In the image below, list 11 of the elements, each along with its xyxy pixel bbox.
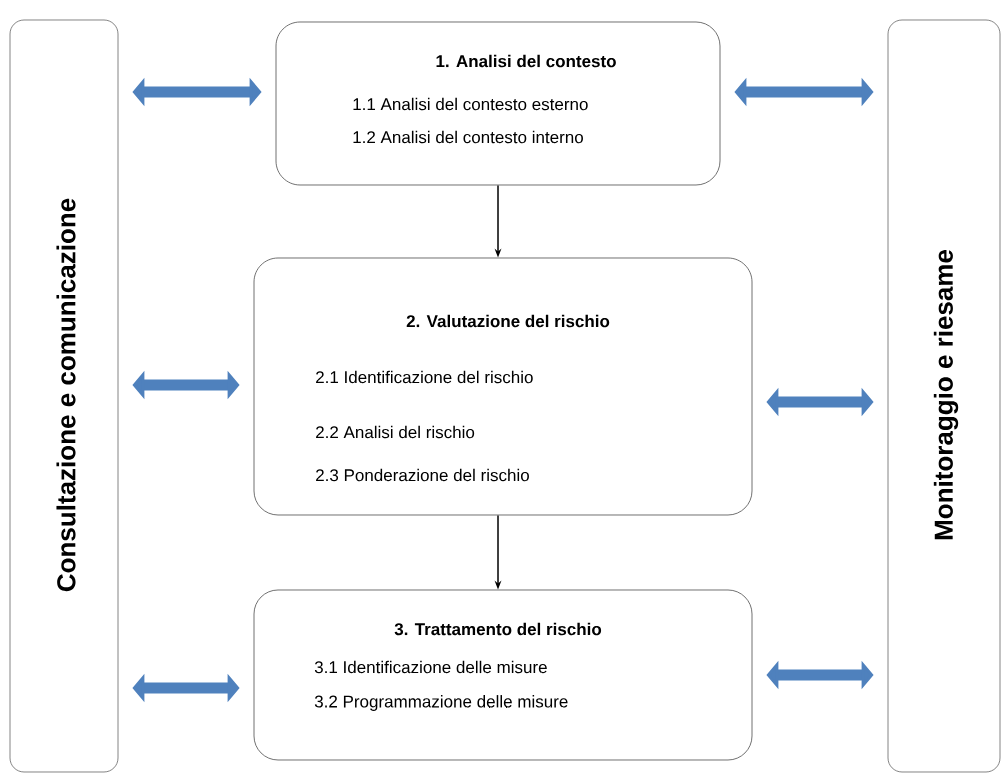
double-arrow [132,77,262,107]
process-box: 3. Trattamento del rischio 3.1 Identificazione delle misure 3.2 Programmazione delle misure [253,589,753,761]
double-arrow [132,673,240,703]
double-arrow [734,77,874,107]
double-arrow [766,660,874,690]
side-panel: Consultazione e comunicazione [9,19,119,773]
process-box: 1. Analisi del contesto 1.1 Analisi del contesto esterno 1.2 Analisi del contesto interno [275,21,721,186]
side-panel: Monitoraggio e riesame [887,19,1001,773]
double-arrow [132,370,240,400]
process-box: 2. Valutazione del rischio 2.1 Identificazione del rischio 2.2 Analisi del rischio 2.3 Ponderazione del rischio [253,257,753,516]
double-arrow [766,387,874,417]
